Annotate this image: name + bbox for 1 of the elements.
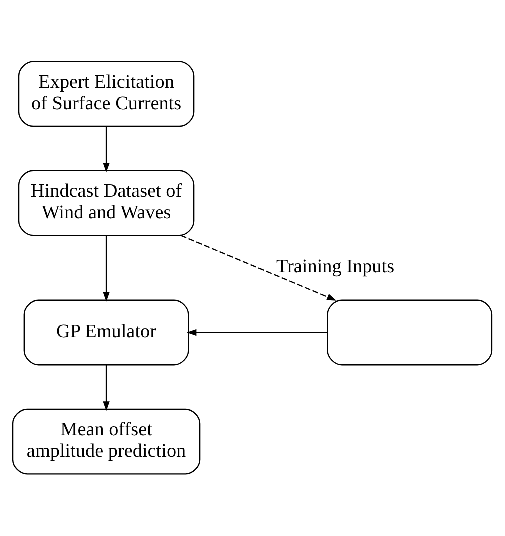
edge-label: Training Inputs bbox=[276, 256, 395, 278]
